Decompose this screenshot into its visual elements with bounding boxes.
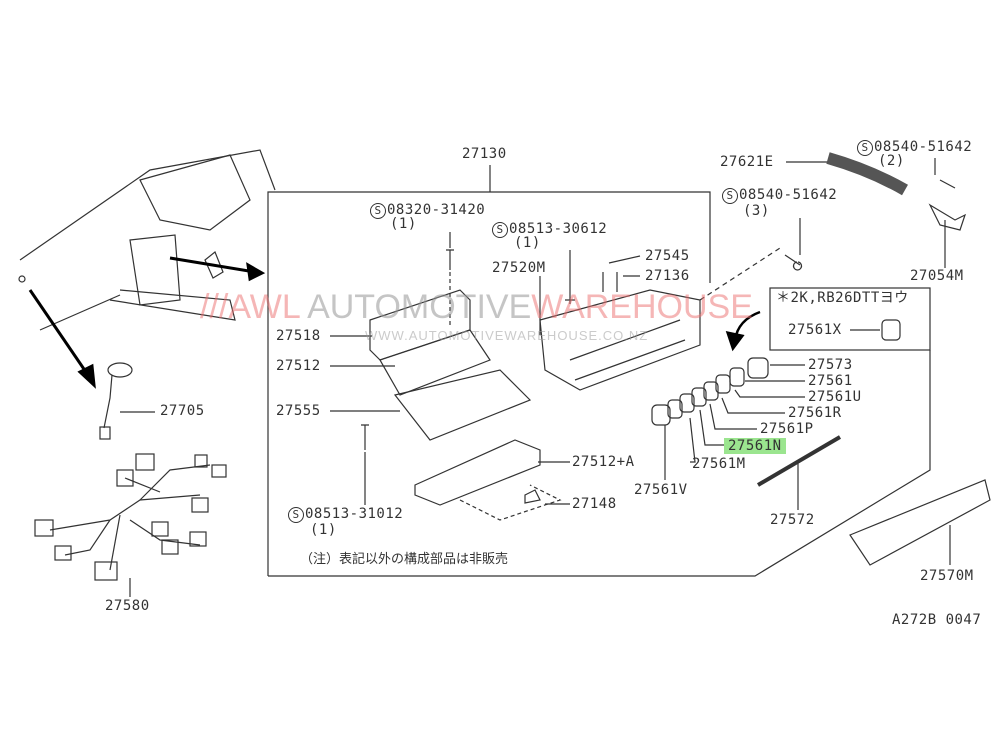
label-27705[interactable]: 27705: [160, 403, 205, 419]
diagram-id: A272B 0047: [892, 612, 982, 628]
label-27580[interactable]: 27580: [105, 598, 150, 614]
watermark-short: ///AWL: [200, 288, 300, 326]
label-27573[interactable]: 27573: [808, 357, 853, 373]
standard-part-icon: S: [288, 507, 304, 523]
assembly-frame: [267, 165, 931, 577]
label-27561U[interactable]: 27561U: [808, 389, 862, 405]
label-27561P[interactable]: 27561P: [760, 421, 814, 437]
label-27561X[interactable]: 27561X: [788, 322, 842, 338]
label-27136[interactable]: 27136: [645, 268, 690, 284]
label-27621E[interactable]: 27621E: [720, 154, 774, 170]
qty-08540b: (3): [743, 203, 770, 219]
knob-row: [651, 357, 769, 426]
qty-08540a: (2): [878, 153, 905, 169]
qty-08320: (1): [390, 216, 417, 232]
standard-part-icon: S: [370, 203, 386, 219]
variant-note: ＊2K,RB26DTTヨウ: [776, 290, 909, 306]
sensor-27705: [99, 362, 155, 440]
leader-lines: [330, 152, 991, 566]
label-27555[interactable]: 27555: [276, 403, 321, 419]
qty-08513a: (1): [514, 235, 541, 251]
label-text: 08540-51642: [739, 187, 838, 203]
standard-part-icon: S: [857, 140, 873, 156]
label-27518[interactable]: 27518: [276, 328, 321, 344]
control-unit-parts: [361, 218, 803, 521]
label-text: 08320-31420: [387, 202, 486, 218]
label-27561R[interactable]: 27561R: [788, 405, 842, 421]
label-27520M[interactable]: 27520M: [492, 260, 546, 276]
watermark-gray: AUTOMOTIVE: [307, 288, 532, 326]
label-27561V[interactable]: 27561V: [634, 482, 688, 498]
label-27512[interactable]: 27512: [276, 358, 321, 374]
label-27512A[interactable]: 27512+A: [572, 454, 635, 470]
label-27545[interactable]: 27545: [645, 248, 690, 264]
label-text: 08540-51642: [874, 139, 973, 155]
label-27561M[interactable]: 27561M: [692, 456, 746, 472]
qty-08513b: (1): [310, 522, 337, 538]
standard-part-icon: S: [722, 188, 738, 204]
label-27130[interactable]: 27130: [462, 146, 507, 162]
label-27561[interactable]: 27561: [808, 373, 853, 389]
label-text: 08513-31012: [305, 506, 404, 522]
label-27148[interactable]: 27148: [572, 496, 617, 512]
label-27570M[interactable]: 27570M: [920, 568, 974, 584]
harness-27580: [34, 453, 227, 597]
watermark-red: WAREHOUSE: [531, 288, 753, 326]
watermark-url: WWW.AUTOMOTIVEWAREHOUSE.CO.NZ: [365, 328, 649, 343]
arrows: [28, 256, 761, 389]
label-text: 08513-30612: [509, 221, 608, 237]
label-27054M[interactable]: 27054M: [910, 268, 964, 284]
footnote: （注）表記以外の構成部品は非販売: [300, 552, 509, 567]
label-27572[interactable]: 27572: [770, 512, 815, 528]
watermark-brand: ///AWL AUTOMOTIVEWAREHOUSE: [200, 288, 753, 326]
standard-part-icon: S: [492, 222, 508, 238]
label-27561N-highlighted[interactable]: 27561N: [724, 438, 786, 454]
